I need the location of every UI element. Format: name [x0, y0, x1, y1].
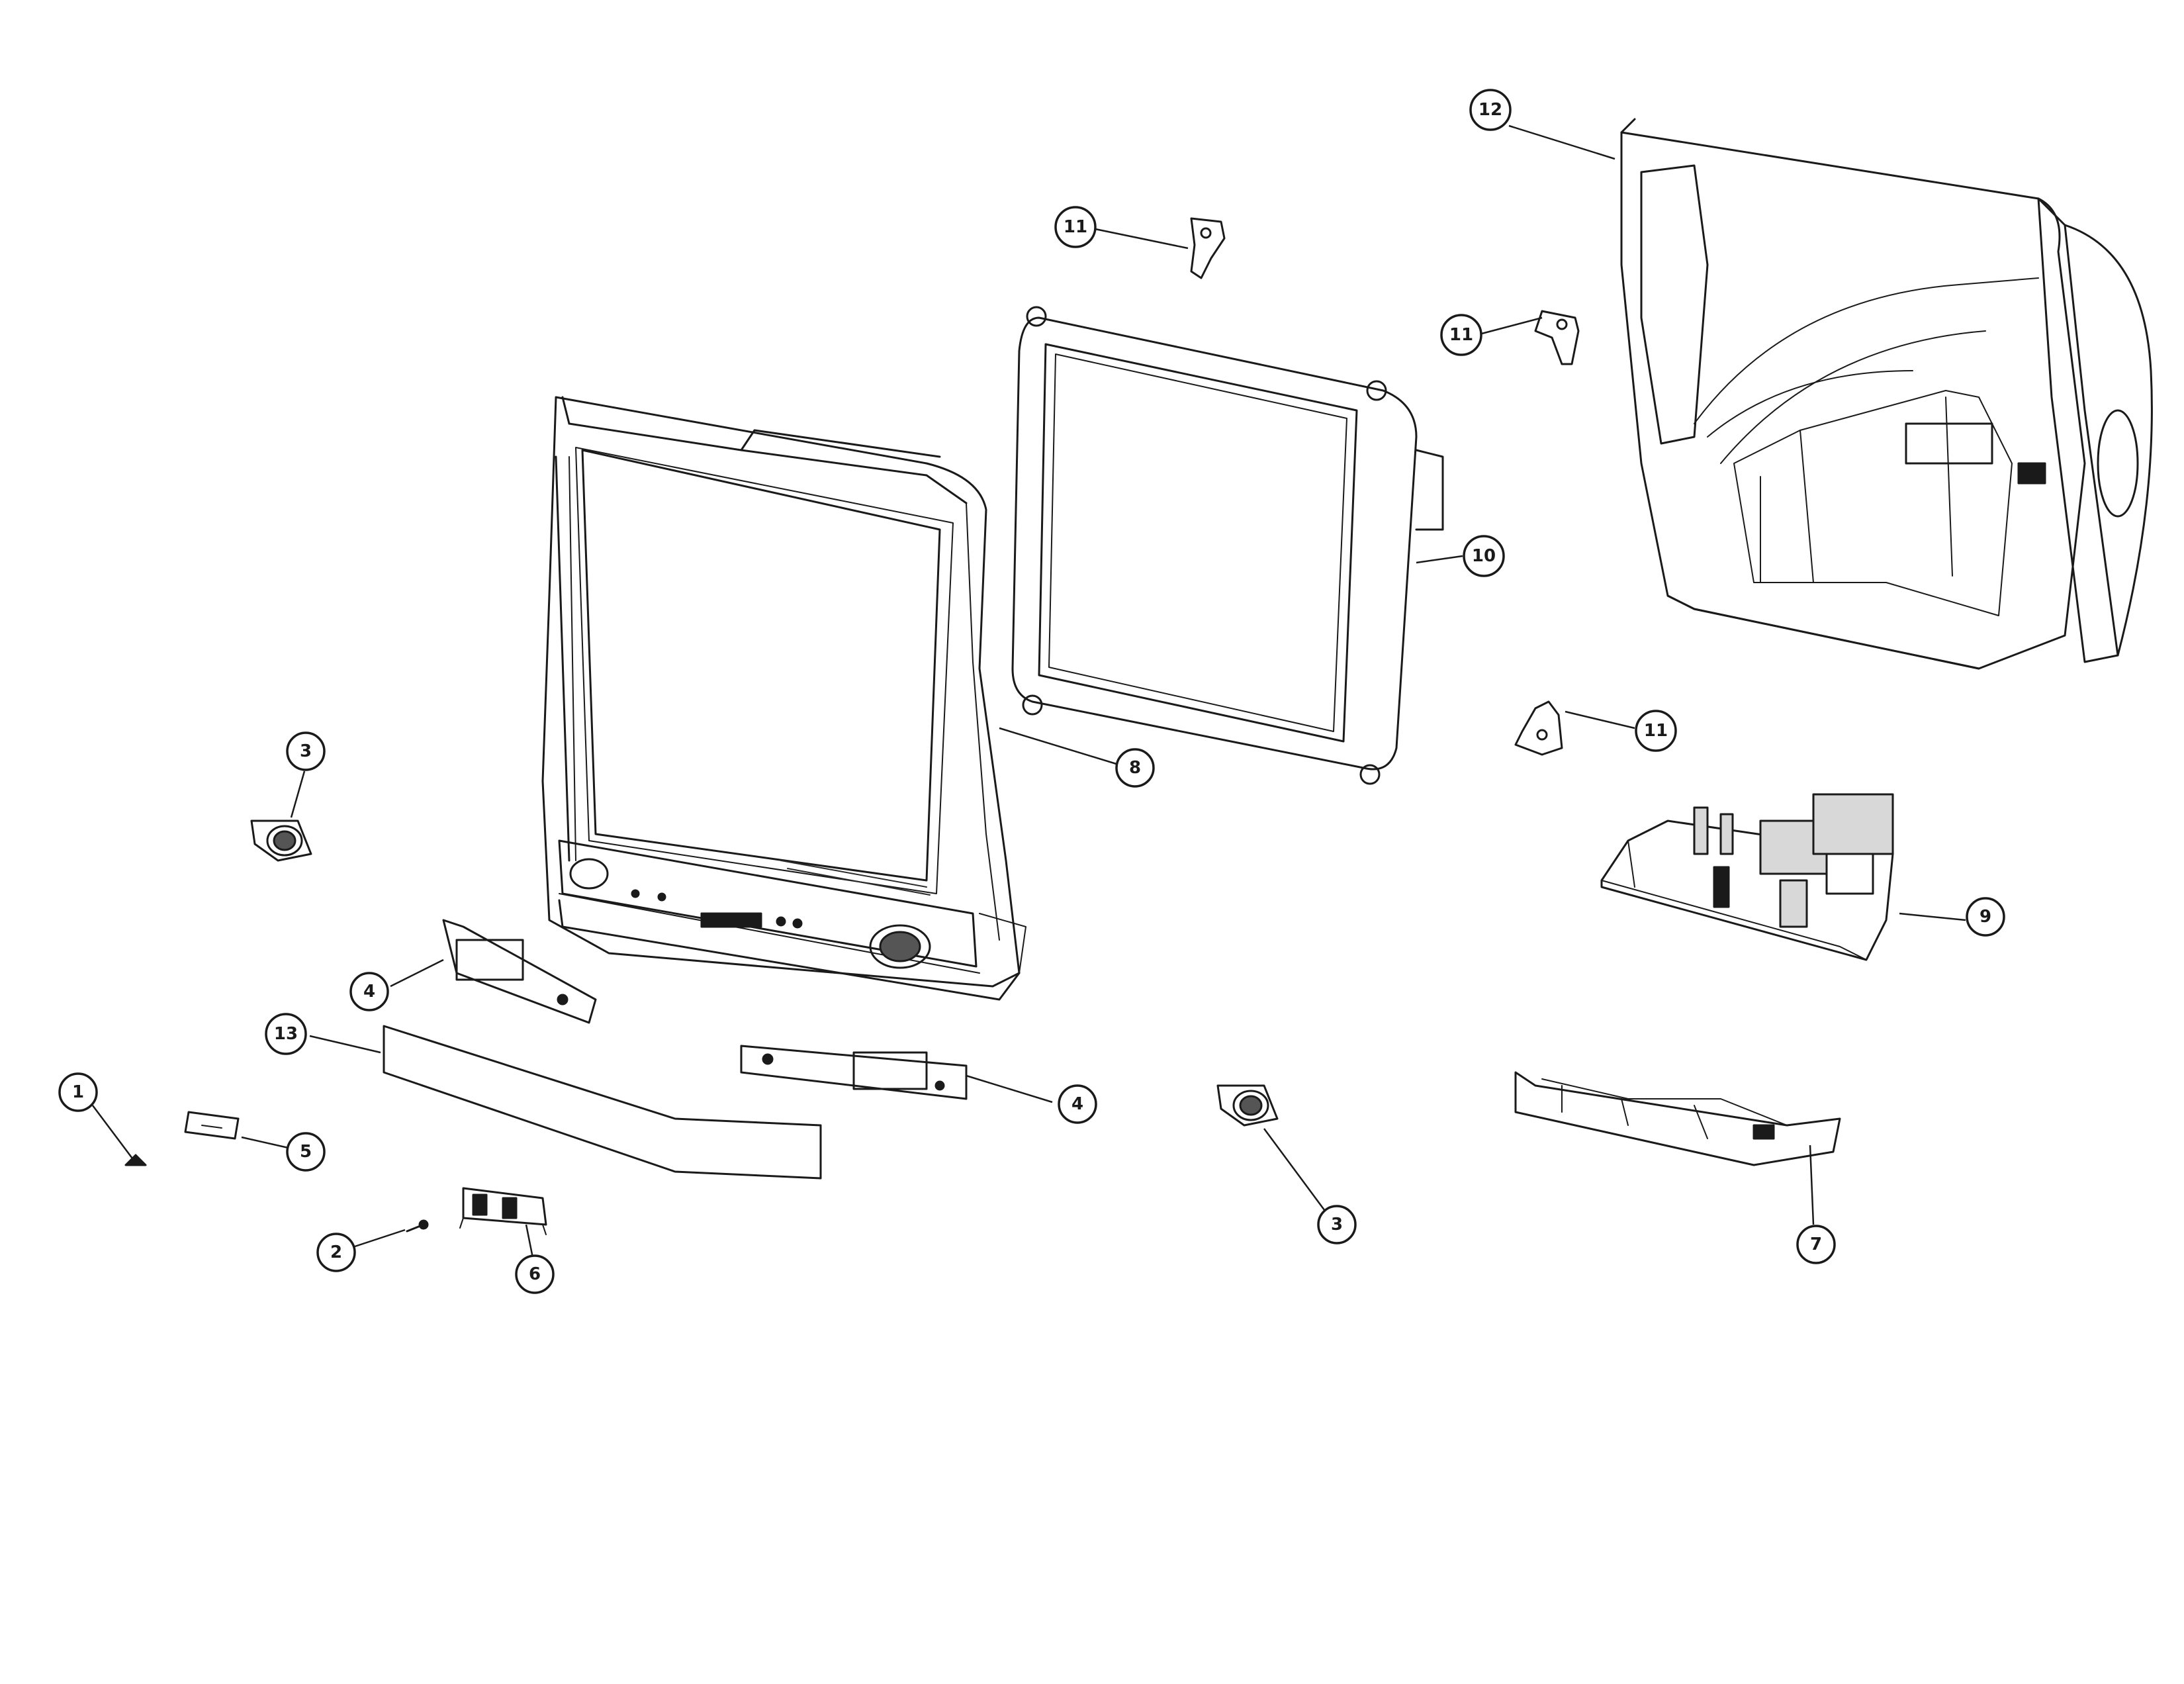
picture-tube — [1011, 306, 1444, 785]
callout-6: 6 — [515, 1254, 555, 1294]
power-button-cap — [184, 1111, 240, 1140]
callout-3-left-label: 3 — [300, 741, 312, 761]
callout-11-bottom: 11 — [1635, 710, 1677, 752]
speaker-right — [1216, 1084, 1279, 1127]
main-chassis — [1600, 793, 1894, 961]
front-cabinet — [541, 396, 1026, 1001]
speaker-grille-left — [442, 919, 597, 1024]
callout-9-label: 9 — [1979, 907, 1991, 927]
callout-4-right: 4 — [1058, 1084, 1097, 1124]
callouts: 1 2 3 3 4 4 5 6 — [58, 89, 2005, 1294]
callout-9: 9 — [1966, 897, 2005, 937]
callout-10: 10 — [1463, 535, 1505, 577]
callout-8: 8 — [1115, 748, 1155, 788]
callout-11-top: 11 — [1054, 206, 1097, 248]
control-board — [459, 1187, 547, 1235]
callout-12: 12 — [1469, 89, 1512, 131]
callout-3-right: 3 — [1317, 1205, 1357, 1244]
callout-11-mid: 11 — [1440, 314, 1482, 356]
callout-8-label: 8 — [1129, 758, 1141, 778]
callout-4-left-label: 4 — [363, 982, 375, 1002]
screw — [406, 1219, 429, 1233]
callout-11-bottom-label: 11 — [1644, 721, 1668, 741]
callout-13-label: 13 — [274, 1024, 298, 1044]
callout-10-label: 10 — [1472, 546, 1496, 566]
callout-4-left: 4 — [349, 972, 389, 1011]
item-1-marker — [124, 1154, 147, 1166]
mounting-bracket-mid — [1534, 310, 1580, 365]
chassis-bracket — [1514, 1071, 1841, 1166]
speaker-left — [250, 819, 312, 862]
callout-5-label: 5 — [300, 1142, 312, 1162]
callout-6-label: 6 — [529, 1264, 541, 1284]
callout-2: 2 — [316, 1233, 356, 1272]
mounting-bracket-top — [1190, 217, 1226, 279]
callout-12-label: 12 — [1479, 100, 1502, 120]
callout-7: 7 — [1796, 1225, 1836, 1264]
callout-1: 1 — [58, 1072, 98, 1112]
callout-3-left: 3 — [286, 731, 326, 771]
trim-strip — [383, 1025, 822, 1180]
speaker-grille-right — [740, 1045, 968, 1100]
callout-3-right-label: 3 — [1331, 1215, 1343, 1235]
callout-5: 5 — [286, 1132, 326, 1172]
callout-13: 13 — [265, 1013, 307, 1055]
callout-1-label: 1 — [72, 1082, 84, 1102]
mounting-bracket-bottom — [1514, 700, 1563, 756]
callout-11-mid-label: 11 — [1449, 325, 1473, 345]
callout-7-label: 7 — [1810, 1235, 1822, 1254]
callout-4-right-label: 4 — [1071, 1094, 1083, 1114]
leader-lines — [92, 124, 1966, 1258]
callout-2-label: 2 — [330, 1242, 342, 1262]
back-cover — [1620, 118, 2153, 670]
callout-11-top-label: 11 — [1064, 217, 1087, 237]
